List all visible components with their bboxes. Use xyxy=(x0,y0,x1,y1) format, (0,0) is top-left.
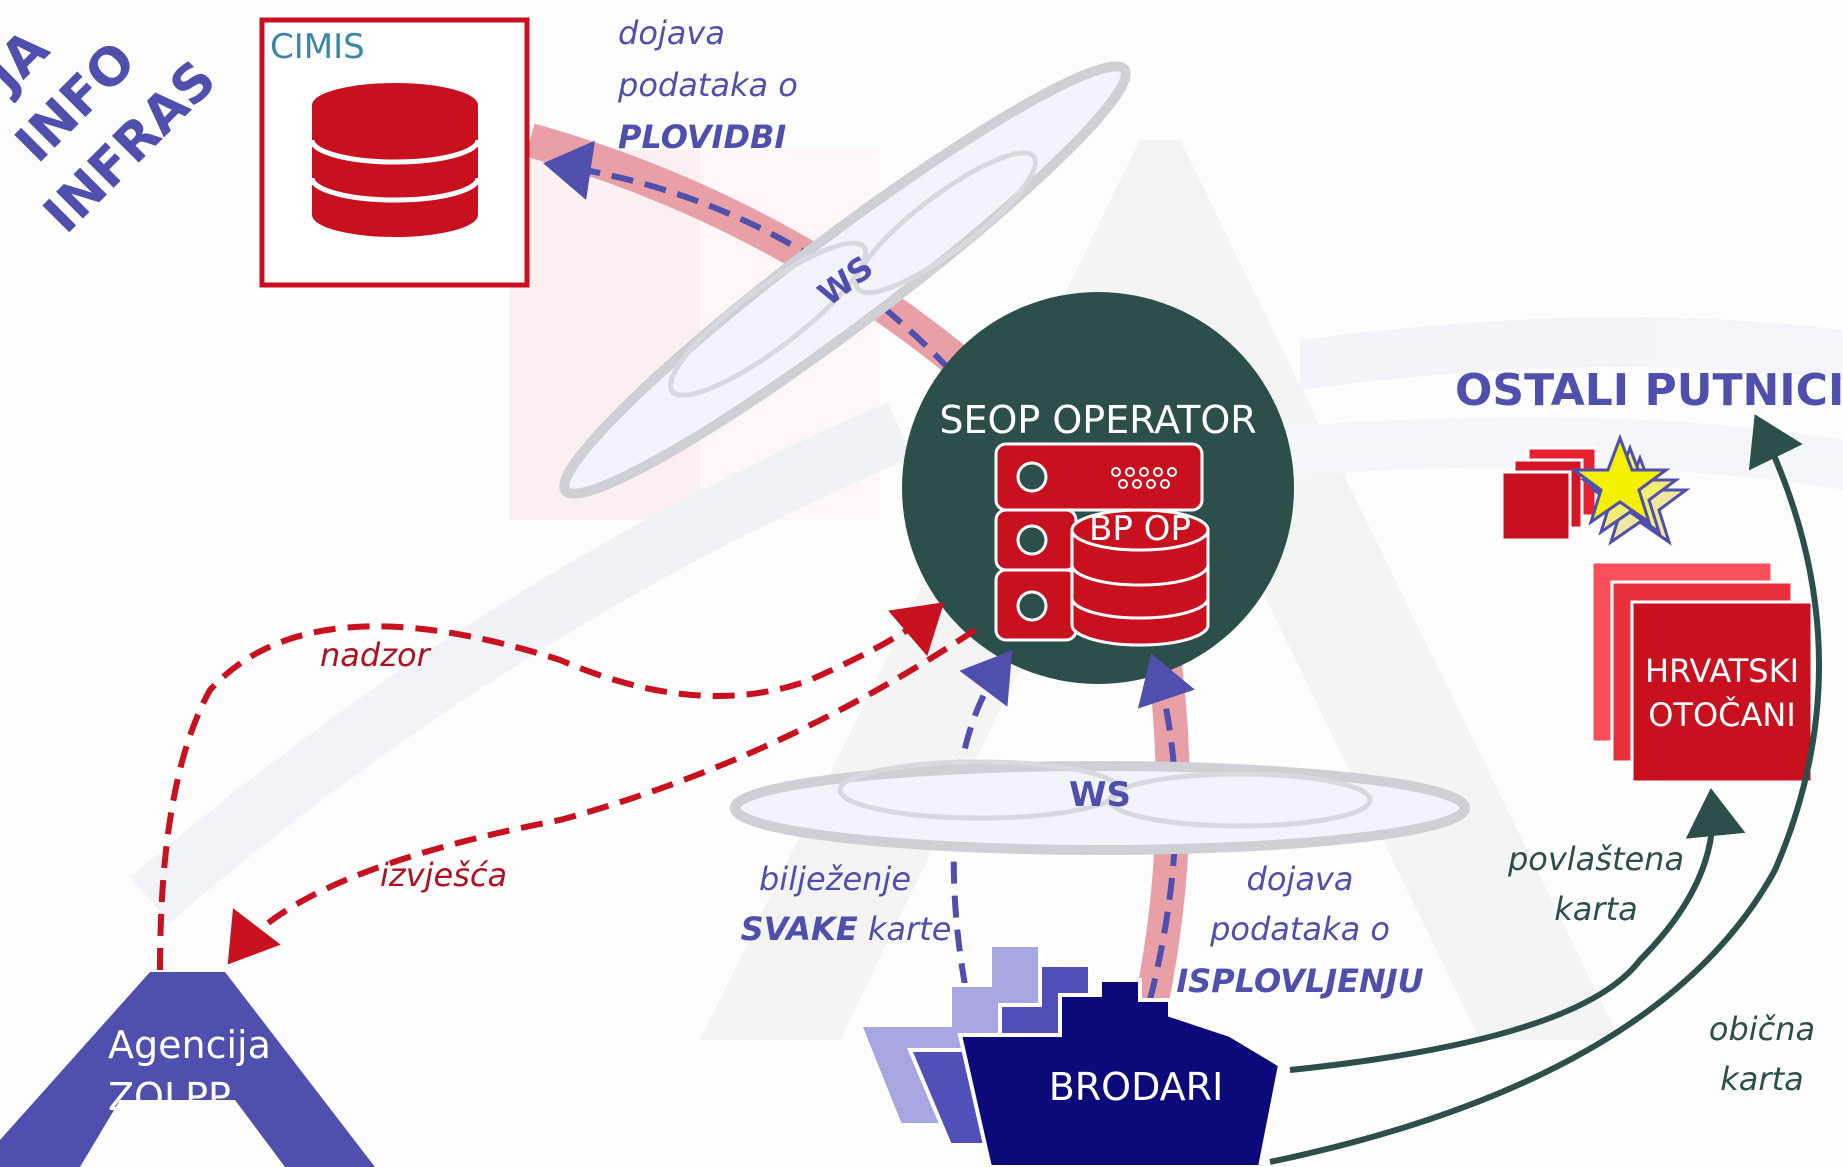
bp-op-label: BP OP xyxy=(1089,509,1191,549)
ws-cloud-bottom[interactable]: WS xyxy=(730,759,1470,855)
isplovljenje-line2: podataka o xyxy=(1209,910,1390,948)
hrvatski-otocani-node[interactable]: HRVATSKI OTOČANI xyxy=(1590,560,1814,784)
obicna-line2: karta xyxy=(1720,1060,1803,1098)
agencija-line2: ZOLPP xyxy=(108,1075,231,1119)
izvjesca-label: izvješća xyxy=(380,856,507,894)
isplovljenje-line1: dojava xyxy=(1247,860,1354,898)
obicna-karta-arrow xyxy=(1269,414,1823,1165)
cimis-title: CIMIS xyxy=(270,27,365,67)
nadzor-label: nadzor xyxy=(320,636,432,674)
nadzor-arrow xyxy=(157,602,945,971)
izvjesca-arrow xyxy=(227,627,977,965)
top-connection-band xyxy=(525,123,992,393)
seop-operator-title: SEOP OPERATOR xyxy=(939,398,1256,442)
obicna-label: obična karta xyxy=(1709,1010,1815,1098)
plovidba-arrow xyxy=(543,140,953,373)
biljezenje-label: bilježenje SVAKE karte xyxy=(741,860,952,948)
server-icon xyxy=(994,442,1210,647)
otocani-line1: HRVATSKI xyxy=(1645,652,1799,690)
povlastena-line2: karta xyxy=(1554,890,1637,928)
database-icon xyxy=(309,83,481,237)
biljezenje-line2-rest: karte xyxy=(858,910,952,948)
isplovljenje-label: dojava podataka o ISPLOVLJENJU xyxy=(1176,860,1423,1000)
plovidba-label-line3: PLOVIDBI xyxy=(618,118,786,156)
biljezenje-line2: SVAKE karte xyxy=(741,910,952,948)
plovidba-label: dojava podataka o PLOVIDBI xyxy=(617,14,798,156)
biljezenje-line1: bilježenje xyxy=(759,860,911,898)
ws-cloud-top[interactable]: WS xyxy=(538,33,1151,526)
seop-operator-node[interactable]: SEOP OPERATOR BP OP xyxy=(902,292,1294,684)
povlastena-karta-arrow xyxy=(1289,788,1746,1073)
isplovljenje-line3: ISPLOVLJENJU xyxy=(1176,962,1423,1000)
agencija-line1: Agencija xyxy=(108,1023,271,1067)
agencija-zolpp-node[interactable]: Agencija ZOLPP xyxy=(0,972,375,1167)
plovidba-label-line1: dojava xyxy=(618,14,725,52)
povlastena-label: povlaštena karta xyxy=(1507,840,1684,928)
ship-icon-front xyxy=(957,978,1283,1167)
ostali-putnici-title: OSTALI PUTNICI xyxy=(1455,365,1843,416)
obicna-line1: obična xyxy=(1709,1010,1815,1048)
ws-cloud-bottom-label: WS xyxy=(1069,775,1131,815)
biljezenje-line2-bold: SVAKE xyxy=(741,910,858,948)
corner-text: JA INFO INFRAS xyxy=(0,19,228,245)
povlastena-line1: povlaštena xyxy=(1507,840,1684,878)
ostali-putnici-icon xyxy=(1500,433,1691,546)
otocani-line2: OTOČANI xyxy=(1648,695,1796,734)
plovidba-label-line2: podataka o xyxy=(617,66,798,104)
star-icon-3 xyxy=(1569,433,1671,526)
biljezenje-arrow xyxy=(950,650,1013,986)
brodari-node[interactable]: BRODARI xyxy=(857,943,1283,1167)
cimis-box[interactable]: CIMIS xyxy=(259,17,530,288)
brodari-label: BRODARI xyxy=(1049,1065,1224,1109)
